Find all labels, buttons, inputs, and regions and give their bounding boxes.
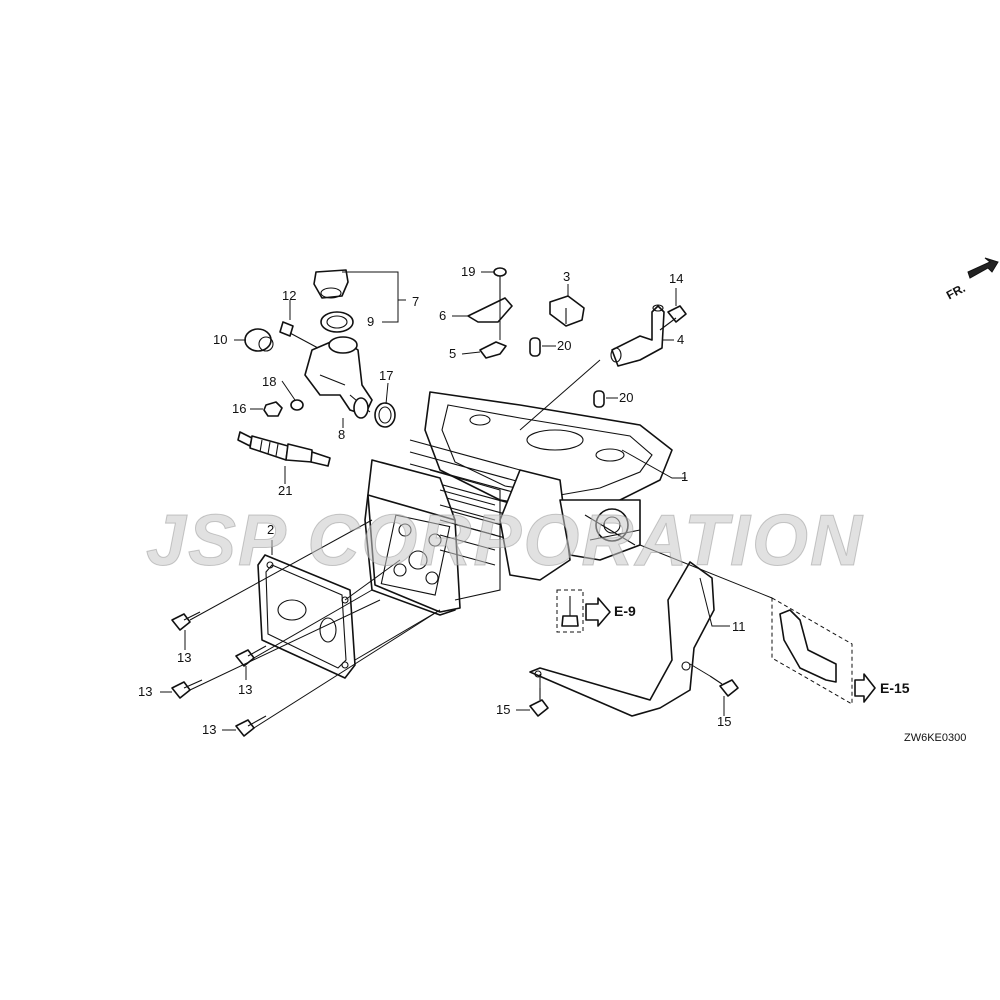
leader-lines <box>160 271 773 731</box>
o-ring <box>374 402 396 428</box>
callout-1: 1 <box>681 469 689 484</box>
bolt-13-a <box>171 611 201 631</box>
dowel-pin-b <box>593 390 605 408</box>
callout-13-a: 13 <box>177 650 192 665</box>
callout-15-b: 15 <box>717 714 732 729</box>
callout-10: 10 <box>213 332 228 347</box>
reference-e9: E-9 <box>614 603 636 619</box>
plug <box>244 328 274 352</box>
head-cover <box>257 554 356 679</box>
callout-14: 14 <box>669 271 684 286</box>
bolt-13-d <box>235 715 267 737</box>
bolt-14 <box>659 305 687 331</box>
dowel-pin-a <box>529 337 541 357</box>
thermostat-cap <box>313 269 349 299</box>
callout-12: 12 <box>282 288 297 303</box>
bolt-13-c <box>171 679 203 699</box>
bolt-15-b <box>709 675 739 697</box>
clip <box>479 341 507 359</box>
callout-15-a: 15 <box>496 702 511 717</box>
callout-20-a: 20 <box>557 338 572 353</box>
callout-13-d: 13 <box>202 722 217 737</box>
callout-13-c: 13 <box>138 684 153 699</box>
washer <box>290 399 304 411</box>
callout-5: 5 <box>449 346 457 361</box>
callout-3: 3 <box>563 269 571 284</box>
hose <box>771 597 853 705</box>
bolt-15-a <box>529 688 549 717</box>
reference-e15: E-15 <box>880 680 910 696</box>
callout-6: 6 <box>439 308 447 323</box>
callout-20-b: 20 <box>619 390 634 405</box>
screw-19 <box>493 267 507 300</box>
arrow-e9 <box>585 597 611 627</box>
nut <box>263 401 283 417</box>
thermostat-housing <box>304 336 373 419</box>
callout-8: 8 <box>338 427 346 442</box>
callout-19: 19 <box>461 264 476 279</box>
callout-4: 4 <box>677 332 685 347</box>
callout-16: 16 <box>232 401 247 416</box>
callout-21: 21 <box>278 483 293 498</box>
callout-13-b: 13 <box>238 682 253 697</box>
cylinder-head <box>364 459 501 616</box>
arrow-e15 <box>854 673 876 703</box>
block-3 <box>549 295 585 327</box>
callout-11: 11 <box>732 619 746 634</box>
bolt-12 <box>279 321 319 349</box>
callout-18: 18 <box>262 374 277 389</box>
e9-fitting <box>556 589 584 633</box>
pipe <box>610 304 665 367</box>
plate <box>467 297 513 323</box>
diagram-code: ZW6KE0300 <box>904 732 967 744</box>
callout-7: 7 <box>412 294 420 309</box>
seal-ring <box>320 311 354 333</box>
callout-2: 2 <box>267 522 275 537</box>
callout-9: 9 <box>367 314 375 329</box>
callout-17: 17 <box>379 368 394 383</box>
spark-plug <box>237 431 331 467</box>
bracket <box>529 561 715 717</box>
front-direction-arrow <box>967 257 999 279</box>
